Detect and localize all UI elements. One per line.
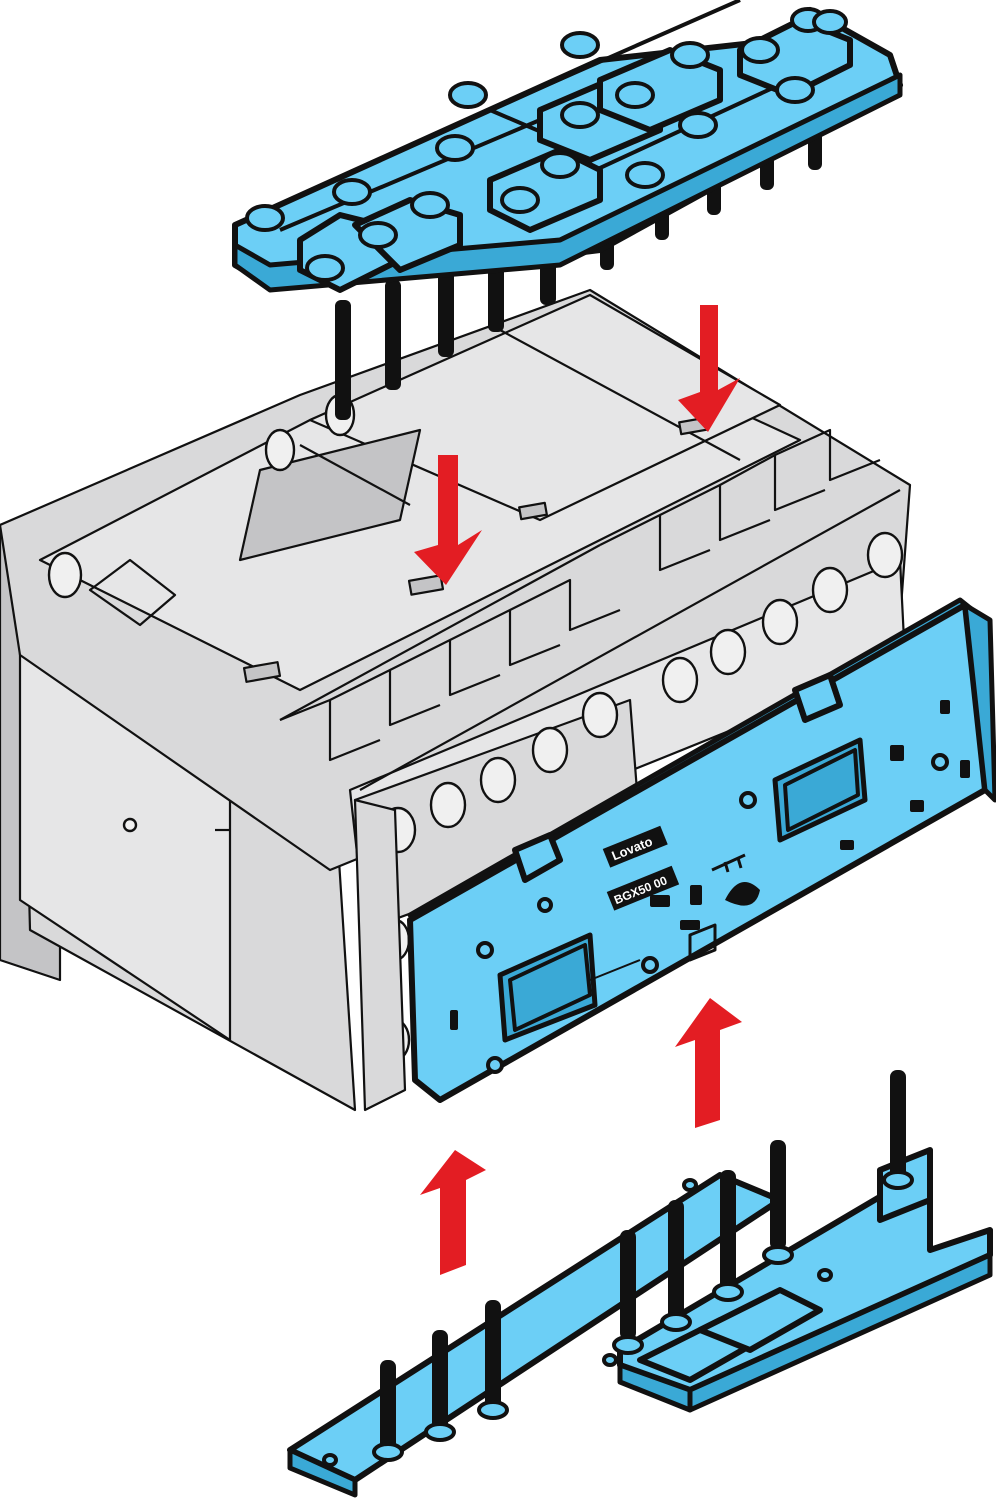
- top-bridge-pins: [335, 125, 822, 420]
- contactor-body: [0, 288, 912, 1112]
- bottom-bridge-collars: [322, 1170, 914, 1467]
- arrow-up-right: [675, 998, 742, 1128]
- top-link-bridge: [232, 0, 903, 420]
- bottom-bridge-pins: [380, 1070, 906, 1450]
- arrow-up-left: [420, 1150, 486, 1275]
- bgx50-module: Lovato BGX50 00: [407, 597, 996, 1103]
- top-bridge-screws: [245, 7, 848, 282]
- bottom-link-bridge: [287, 1070, 993, 1498]
- arrow-down-right: [678, 305, 740, 432]
- arrow-down-left: [414, 455, 482, 585]
- terminal-compartments: [279, 428, 901, 791]
